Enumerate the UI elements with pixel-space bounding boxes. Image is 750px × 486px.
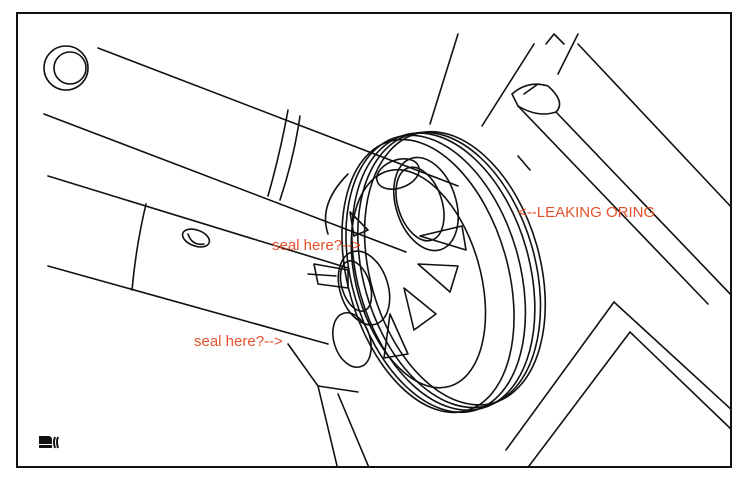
outer-frame [429,33,730,466]
upper-seal-annotation: seal here?--> [272,237,361,254]
seal-plate [341,130,547,414]
diagram-frame: <--LEAKING ORING seal here?--> seal here… [16,12,732,468]
lower-shaft [47,175,349,345]
housing-body [287,173,370,466]
pump-line-drawing [43,33,730,466]
upper-shaft [43,47,459,253]
leaking-oring-annotation: <--LEAKING ORING [518,204,656,221]
lower-seal-annotation: seal here?--> [194,333,283,350]
lower-seal-bore [332,250,391,369]
plate-ribs [349,211,467,359]
pipe-end-cap [43,45,89,91]
upper-seal-bore [375,156,459,252]
illustration-index-icon [39,436,59,449]
